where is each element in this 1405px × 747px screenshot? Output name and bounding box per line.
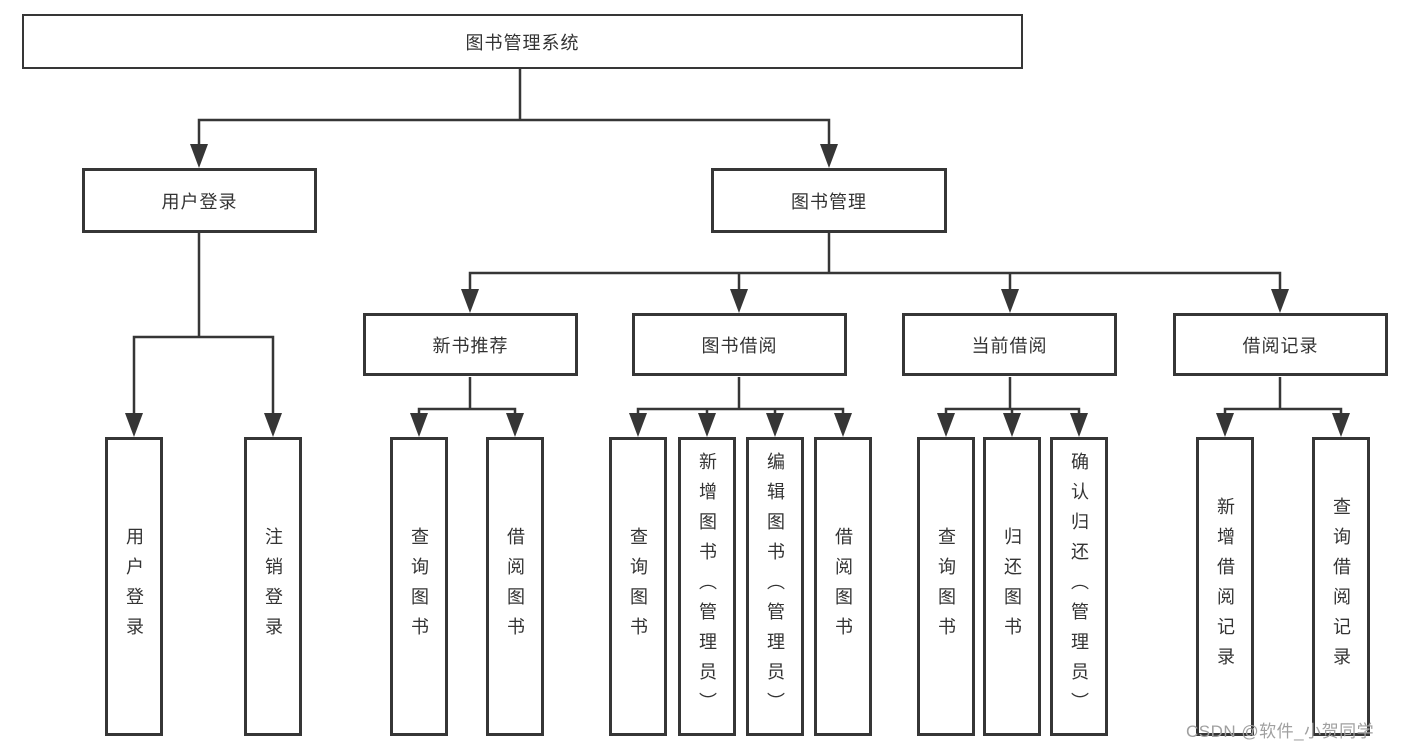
leaf-borrowing-add-admin-label: 新增图书（管理员） (697, 451, 717, 722)
leaf-borrowing-edit-admin: 编辑图书（管理员） (746, 437, 804, 736)
node-root: 图书管理系统 (22, 14, 1023, 69)
leaf-user-login: 用户登录 (105, 437, 163, 736)
leaf-logout-label: 注销登录 (263, 526, 283, 647)
leaf-records-add: 新增借阅记录 (1196, 437, 1254, 736)
leaf-borrowing-borrow-label: 借阅图书 (833, 526, 853, 647)
leaf-borrowing-query-label: 查询图书 (628, 526, 648, 647)
leaf-borrowing-query: 查询图书 (609, 437, 667, 736)
leaf-current-query: 查询图书 (917, 437, 975, 736)
leaf-user-login-label: 用户登录 (124, 526, 144, 647)
leaf-newbooks-query: 查询图书 (390, 437, 448, 736)
leaf-current-query-label: 查询图书 (936, 526, 956, 647)
leaf-newbooks-borrow: 借阅图书 (486, 437, 544, 736)
csdn-watermark: CSDN @软件_小贺同学 (1186, 722, 1375, 741)
leaf-borrowing-edit-admin-label: 编辑图书（管理员） (765, 451, 785, 722)
arrowheads (125, 144, 1350, 437)
leaf-borrowing-add-admin: 新增图书（管理员） (678, 437, 736, 736)
leaf-logout: 注销登录 (244, 437, 302, 736)
leaf-newbooks-borrow-label: 借阅图书 (505, 526, 525, 647)
leaf-current-confirm-admin: 确认归还（管理员） (1050, 437, 1108, 736)
node-user-login: 用户登录 (82, 168, 317, 233)
leaf-current-return: 归还图书 (983, 437, 1041, 736)
node-book-borrowing: 图书借阅 (632, 313, 847, 376)
leaf-current-confirm-admin-label: 确认归还（管理员） (1069, 451, 1089, 722)
node-current-borrowing: 当前借阅 (902, 313, 1117, 376)
leaf-borrowing-borrow: 借阅图书 (814, 437, 872, 736)
leaf-records-add-label: 新增借阅记录 (1215, 496, 1235, 677)
leaf-current-return-label: 归还图书 (1002, 526, 1022, 647)
node-book-management: 图书管理 (711, 168, 947, 233)
leaf-records-query: 查询借阅记录 (1312, 437, 1370, 736)
node-new-book-recommend: 新书推荐 (363, 313, 578, 376)
leaf-records-query-label: 查询借阅记录 (1331, 496, 1351, 677)
node-borrow-records: 借阅记录 (1173, 313, 1388, 376)
leaf-newbooks-query-label: 查询图书 (409, 526, 429, 647)
